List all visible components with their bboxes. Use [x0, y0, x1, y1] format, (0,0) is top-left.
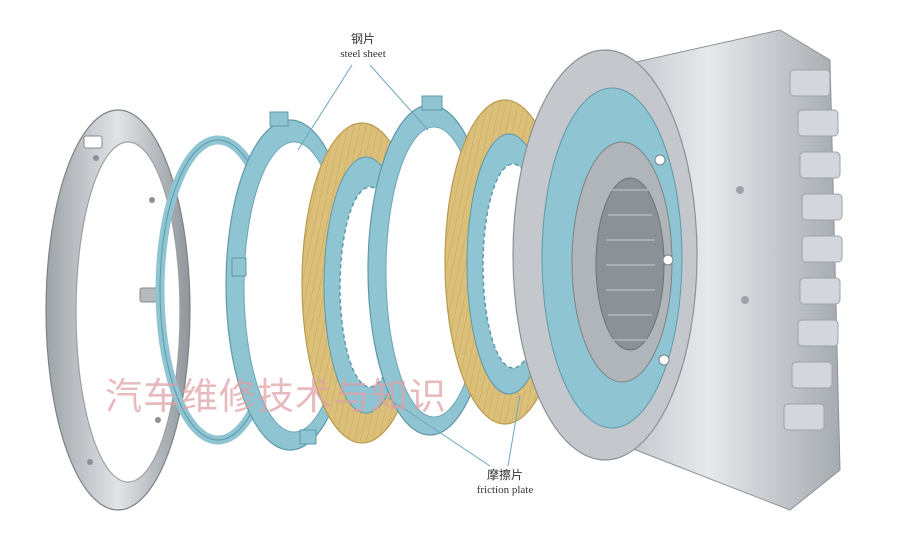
callout-steel-to-sheet-2	[369, 64, 429, 131]
callout-steel-to-sheet-1	[297, 64, 353, 151]
steel-sheet-label: 钢片 steel sheet	[318, 32, 408, 62]
callout-lines	[297, 64, 521, 467]
clutch-drum	[512, 29, 843, 511]
callout-friction-to-plate-1	[387, 397, 491, 467]
callout-friction-to-plate-2	[507, 394, 521, 467]
friction-plate-label-en: friction plate	[476, 484, 534, 496]
retaining-plate	[45, 109, 191, 511]
steel-sheet-label-cn: 钢片	[350, 32, 375, 46]
friction-plate-label-cn: 摩擦片	[486, 468, 523, 482]
friction-plate-label: 摩擦片 friction plate	[450, 468, 560, 498]
watermark-text: 汽车维修技术与知识	[105, 375, 447, 418]
plate-tab-top	[83, 135, 103, 149]
steel-sheet-label-en: steel sheet	[340, 48, 386, 60]
